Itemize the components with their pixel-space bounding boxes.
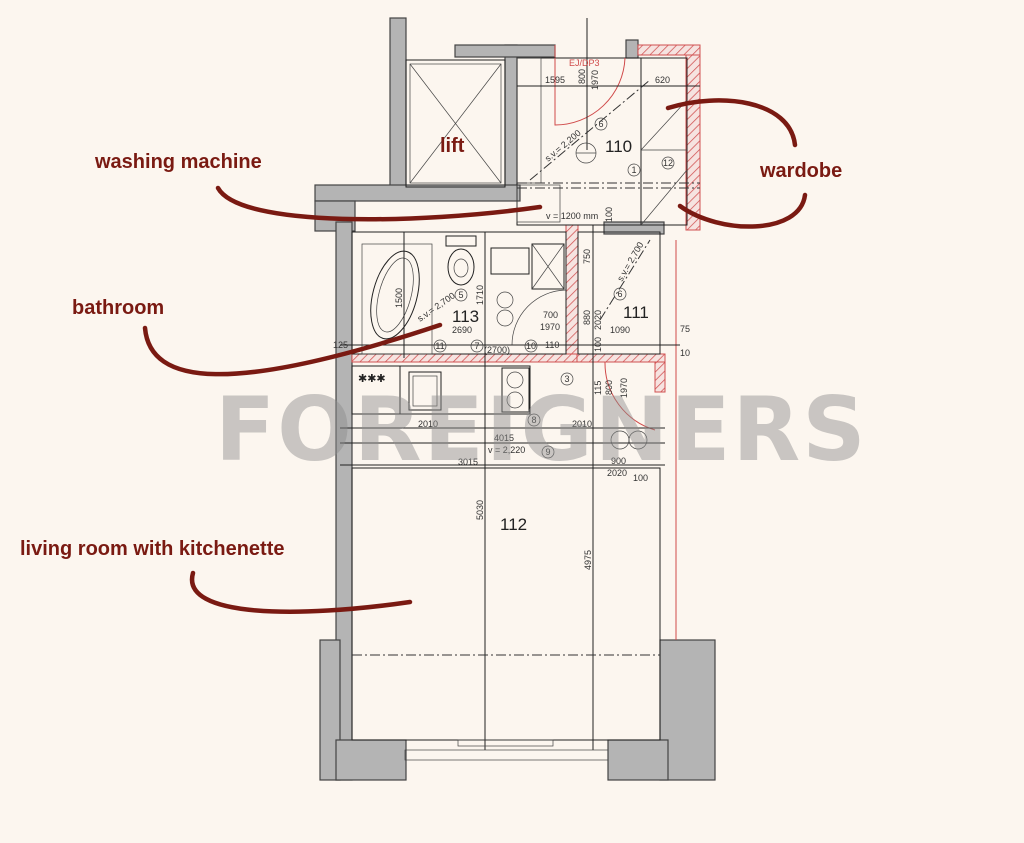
callout-marker-circle xyxy=(560,372,574,386)
dim-label: 2020 xyxy=(593,310,603,330)
wardobe-pointer-upper xyxy=(665,98,798,148)
dim-label: EJ/DP3 xyxy=(569,58,600,68)
callout-marker-number: 3 xyxy=(564,374,569,384)
callout-marker-number: 5 xyxy=(458,290,463,300)
dim-label: s.v.= 2,200 xyxy=(543,128,583,164)
hob-marks-icon: ✱✱✱ xyxy=(358,373,386,385)
dim-label: 100 xyxy=(633,473,648,483)
callout-marker-circle xyxy=(527,413,541,427)
callout-marker-circle xyxy=(524,339,538,353)
callout-marker-circle xyxy=(541,445,555,459)
callout-marker-circle xyxy=(661,156,675,170)
kitchenette: ✱✱✱ xyxy=(351,365,531,415)
dim-label: 10 xyxy=(680,348,690,358)
dim-label: 5030 xyxy=(475,500,485,520)
dim-label: 1710 xyxy=(475,285,485,305)
label-washing-machine: washing machine xyxy=(94,151,262,173)
label-living-room: living room with kitchenette xyxy=(20,538,284,560)
dim-label: 75 xyxy=(680,324,690,334)
dim-label: 115 xyxy=(593,381,603,395)
dim-label: 2020 xyxy=(607,468,627,478)
dim-label: s.v.= 2,700 xyxy=(415,290,456,323)
dim-label: 125 xyxy=(333,340,348,350)
callout-marker-number: 1 xyxy=(631,165,636,175)
callout-marker-number: 9 xyxy=(545,447,550,457)
dim-label: 750 xyxy=(582,249,592,264)
callout-marker-circle xyxy=(470,339,484,353)
dim-label: v = 1200 mm xyxy=(546,211,598,221)
callout-marker-number: 12 xyxy=(663,158,673,168)
dim-label: 620 xyxy=(655,75,670,85)
red-hatched-walls xyxy=(351,44,701,640)
dim-label: 100 xyxy=(593,337,603,352)
washing-machine-pointer xyxy=(215,185,543,222)
dim-label: 2010 xyxy=(572,419,592,429)
room-number-110: 110 xyxy=(605,137,632,156)
callout-marker-circle xyxy=(613,287,627,301)
dim-label: 1090 xyxy=(610,325,630,335)
dim-label: 700 xyxy=(543,310,558,320)
callout-marker-number: 10 xyxy=(526,341,536,351)
living-room-pointer xyxy=(189,570,413,614)
callout-marker-number: 8 xyxy=(531,415,536,425)
dim-label: (2700) xyxy=(484,345,510,355)
room-111-outline xyxy=(577,225,661,750)
living-room-outline xyxy=(340,344,680,761)
room-number-113: 113 xyxy=(452,307,479,326)
dim-label: 1970 xyxy=(540,322,560,332)
room-number-111: 111 xyxy=(623,303,649,322)
dim-label: 110 xyxy=(545,340,559,350)
label-bathroom: bathroom xyxy=(72,297,164,319)
dim-label: v = 2,220 xyxy=(488,445,525,455)
dim-label: 100 xyxy=(604,207,614,222)
callout-marker-circle xyxy=(627,163,641,177)
room-number-112: 112 xyxy=(500,515,527,534)
callout-marker-number: 7 xyxy=(474,341,479,351)
dim-label: 880 xyxy=(582,310,592,325)
callout-marker-number: 6 xyxy=(617,289,622,299)
annotation-arrows xyxy=(142,98,808,614)
callout-markers: 6 1 12 5 11 7 10 3 8 9 6 xyxy=(433,117,675,459)
dim-label: 800 xyxy=(577,69,587,84)
bathroom-pointer xyxy=(142,322,443,377)
lift-shaft xyxy=(405,59,506,188)
callout-marker-number: 11 xyxy=(435,341,444,351)
dim-label: 3015 xyxy=(458,457,478,467)
dim-label: 1970 xyxy=(590,70,600,90)
label-wardobe: wardobe xyxy=(759,160,842,182)
dim-label: 1970 xyxy=(619,378,629,398)
callout-marker-circle xyxy=(594,117,608,131)
dim-label: 1500 xyxy=(394,288,404,308)
dim-label: 800 xyxy=(604,380,614,395)
dim-label: 1595 xyxy=(545,75,565,85)
dim-label: 4015 xyxy=(494,433,514,443)
dim-label: s.v.= 2,700 xyxy=(615,240,645,283)
room-110-outline xyxy=(516,18,700,226)
dim-label: 4975 xyxy=(583,550,593,570)
label-lift: lift xyxy=(440,135,465,157)
dim-label: 2010 xyxy=(418,419,438,429)
callout-marker-circle xyxy=(454,288,468,302)
callout-marker-number: 6 xyxy=(598,119,603,129)
callout-marker-circle xyxy=(433,339,447,353)
watermark-logo: FOREIGNERS xyxy=(215,378,868,481)
wardobe-pointer-lower xyxy=(677,192,808,229)
dim-label: 900 xyxy=(611,456,626,466)
dim-label: 2690 xyxy=(452,325,472,335)
